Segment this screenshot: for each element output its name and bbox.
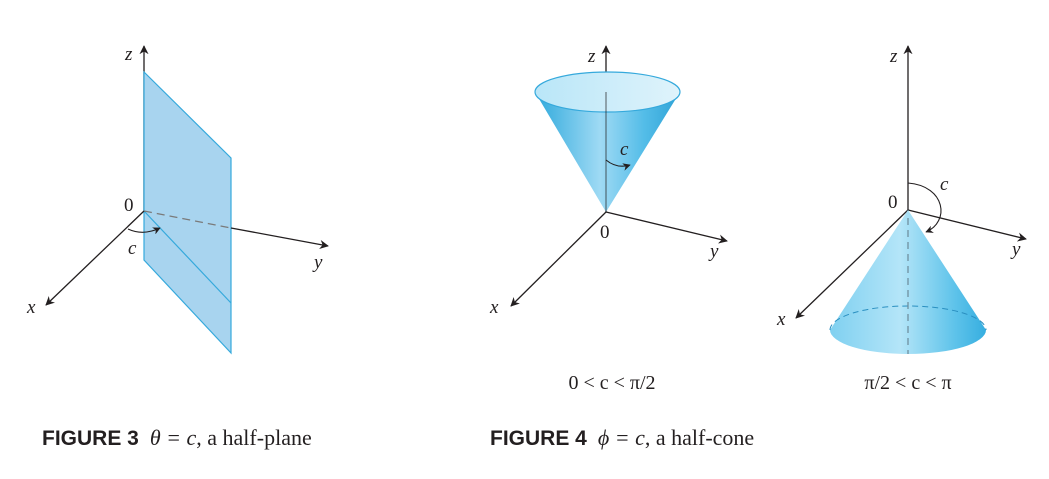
angle-arc <box>127 227 161 235</box>
origin-label: 0 <box>888 192 898 213</box>
angle-label: c <box>128 238 137 259</box>
x-axis-label: x <box>26 297 36 318</box>
y-axis-hidden <box>143 210 232 229</box>
condition-label: π/2 < c < π <box>864 372 951 394</box>
angle-label: c <box>940 174 949 195</box>
figure4-right-diagram: z y x c 0 π/2 < c < π <box>776 45 1027 394</box>
figure3-caption-heading: FIGURE 3 <box>42 427 139 450</box>
figure3-caption-equation: θ = c <box>149 425 197 450</box>
angle-arc <box>605 159 631 171</box>
half-plane <box>143 70 232 355</box>
y-axis <box>907 209 1027 242</box>
y-axis-label: y <box>312 252 323 273</box>
figure4-caption-text: , a half-cone <box>644 425 755 450</box>
figure4-caption-heading: FIGURE 4 <box>490 427 587 450</box>
angle-arc <box>907 182 942 233</box>
x-axis <box>795 209 909 319</box>
z-axis-label: z <box>587 46 596 67</box>
y-axis-label: y <box>1010 239 1021 260</box>
half-cone <box>535 92 680 212</box>
figure3-diagram: z y x 0 c <box>26 44 329 355</box>
x-axis <box>510 211 607 307</box>
cone-rim <box>534 71 681 113</box>
y-axis <box>605 211 728 244</box>
figure4-left-diagram: z c y x 0 0 < c < π/2 <box>489 45 728 394</box>
y-axis-label: y <box>708 241 719 262</box>
origin-label: 0 <box>124 195 134 216</box>
angle-label: c <box>620 139 629 160</box>
y-axis <box>230 227 329 249</box>
figure3-caption: FIGURE 3 θ = c, a half-plane <box>42 425 312 451</box>
z-axis-label: z <box>889 46 898 67</box>
x-axis <box>45 210 145 306</box>
condition-label: 0 < c < π/2 <box>568 372 655 394</box>
z-axis-label: z <box>124 44 133 65</box>
origin-label: 0 <box>600 222 610 243</box>
x-axis-label: x <box>776 309 786 330</box>
figure4-caption-equation: ϕ = c <box>597 425 645 450</box>
x-axis-label: x <box>489 297 499 318</box>
figure3-caption-text: , a half-plane <box>196 425 312 450</box>
half-plane-trace <box>143 210 232 304</box>
figure4-caption: FIGURE 4 ϕ = c, a half-cone <box>490 425 754 451</box>
